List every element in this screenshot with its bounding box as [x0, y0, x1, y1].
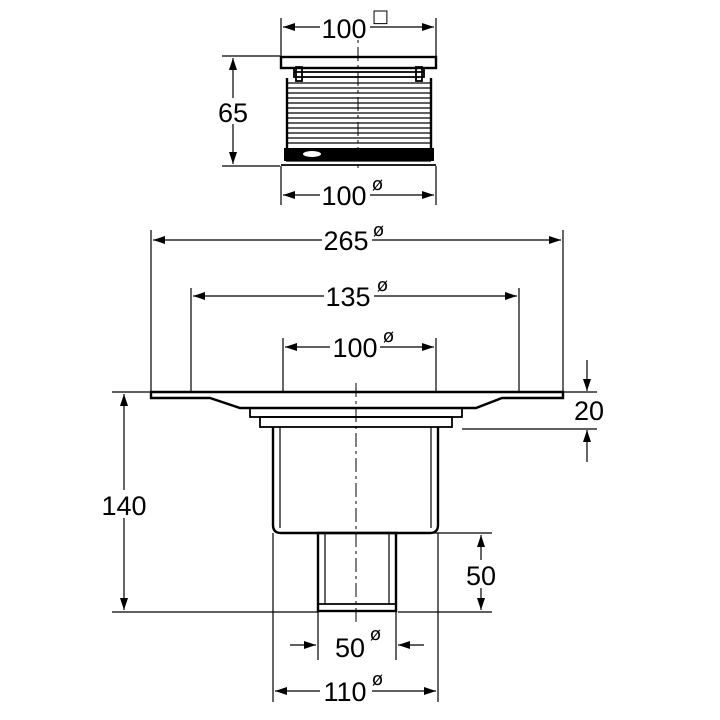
dim-outlet-height: 50: [462, 535, 502, 610]
dim-grate-width-value: 100: [321, 14, 366, 44]
dim-membrane-diameter: 135 ø: [193, 275, 517, 312]
diameter-symbol: ø: [383, 326, 394, 347]
grate-ribs: [287, 82, 431, 144]
dim-grate-width: 100 □: [283, 6, 434, 44]
dim-outlet-height-value: 50: [466, 561, 496, 591]
dim-total-height-value: 140: [101, 491, 146, 521]
dim-outlet-diameter-value: 50: [335, 633, 365, 663]
diameter-symbol: ø: [370, 624, 381, 645]
dim-flange-height: 20: [574, 360, 604, 462]
diameter-symbol: ø: [377, 275, 388, 296]
dim-flange-diameter-value: 265: [323, 226, 368, 256]
diameter-symbol: ø: [373, 220, 384, 241]
square-symbol: □: [372, 6, 389, 27]
dim-total-height: 140: [96, 394, 152, 610]
grate-insert: [222, 18, 438, 205]
dim-frame-diameter-value: 100: [332, 333, 377, 363]
dim-outlet-diameter: 50 ø: [290, 624, 424, 663]
diameter-symbol: ø: [372, 174, 383, 195]
drain-body: [112, 230, 597, 702]
dim-body-diameter-value: 110: [323, 677, 366, 707]
dim-flange-height-value: 20: [574, 396, 604, 426]
diameter-symbol: ø: [372, 669, 383, 690]
dim-membrane-diameter-value: 135: [325, 282, 370, 312]
dim-grate-diameter-value: 100: [321, 181, 366, 211]
dim-frame-diameter: 100 ø: [285, 326, 434, 363]
dim-body-diameter: 110 ø: [275, 669, 436, 707]
dim-flange-diameter: 265 ø: [153, 220, 561, 256]
dim-grate-diameter: 100 ø: [283, 174, 434, 211]
dim-grate-height-value: 65: [218, 98, 248, 128]
dim-grate-height: 65: [214, 58, 252, 164]
